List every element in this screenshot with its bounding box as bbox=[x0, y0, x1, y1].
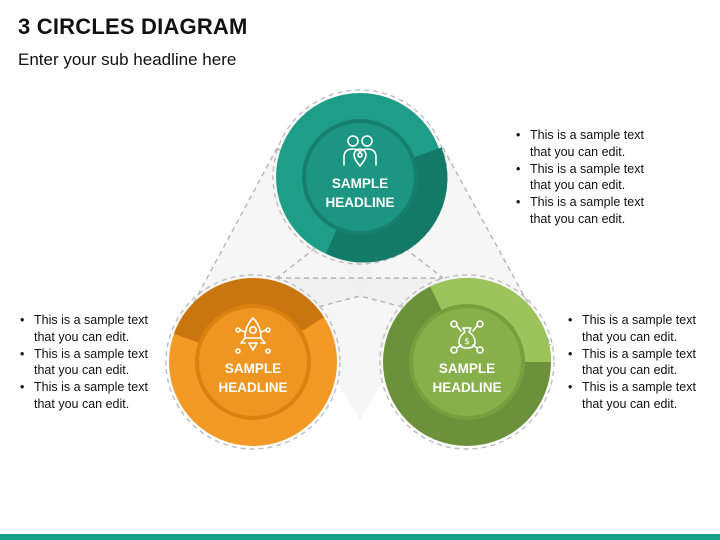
svg-text:$: $ bbox=[464, 337, 470, 347]
page-subtitle: Enter your sub headline here bbox=[18, 50, 237, 69]
rocket-network-icon bbox=[235, 317, 271, 354]
circle-bottom-left-headline-line1: SAMPLE bbox=[224, 361, 282, 376]
circle-bottom-left-headline: SAMPLE HEADLINE bbox=[198, 359, 308, 397]
circle-bottom-right-headline-line1: SAMPLE bbox=[438, 361, 496, 376]
circle-bottom-right-headline-line2: HEADLINE bbox=[432, 380, 502, 395]
circle-top bbox=[272, 89, 448, 265]
circle-bottom-left bbox=[165, 274, 341, 450]
circle-bottom-right bbox=[379, 274, 555, 450]
circle-bottom-right-headline: SAMPLE HEADLINE bbox=[412, 359, 522, 397]
dashed-guides bbox=[170, 147, 552, 346]
circle-top-headline-line1: SAMPLE bbox=[331, 176, 389, 191]
bottom-accent-bar bbox=[0, 534, 720, 540]
money-bag-network-icon: $ bbox=[450, 320, 484, 354]
circle-bottom-left-headline-line2: HEADLINE bbox=[218, 380, 288, 395]
family-location-icon bbox=[343, 135, 377, 167]
page-title: 3 CIRCLES DIAGRAM bbox=[18, 14, 248, 39]
circle-top-headline-line2: HEADLINE bbox=[325, 195, 395, 210]
circle-top-headline: SAMPLE HEADLINE bbox=[305, 174, 415, 212]
